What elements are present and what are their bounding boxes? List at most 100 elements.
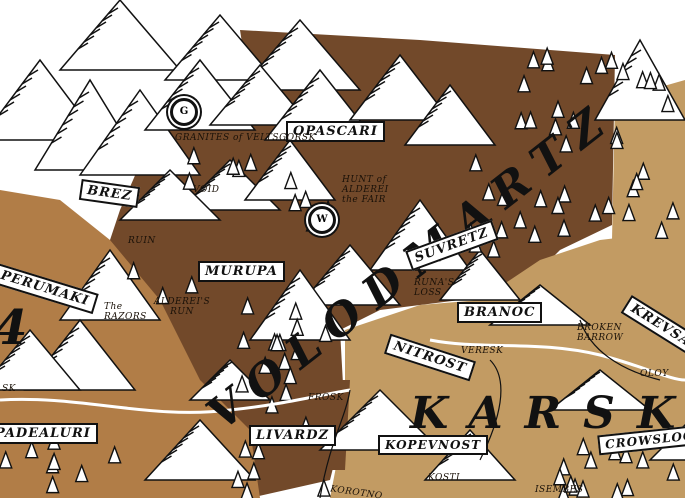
hatching bbox=[109, 125, 121, 134]
hatching bbox=[244, 76, 256, 84]
hatching bbox=[78, 91, 90, 99]
hatching bbox=[9, 347, 21, 355]
hatching bbox=[192, 40, 203, 49]
hatching bbox=[52, 348, 63, 356]
hatching bbox=[384, 67, 396, 76]
hatching bbox=[15, 85, 27, 93]
hatching bbox=[115, 117, 127, 125]
tree bbox=[636, 161, 651, 180]
tree bbox=[558, 483, 570, 498]
tree bbox=[552, 466, 567, 486]
hatching bbox=[379, 74, 391, 82]
tree bbox=[566, 110, 581, 130]
hatching bbox=[177, 437, 189, 445]
tree bbox=[270, 332, 285, 352]
tree bbox=[635, 449, 650, 469]
feature-label-runas-loss: RUNA'S LOSS bbox=[414, 278, 455, 298]
place-label-padealuri[interactable]: PADEALURI bbox=[0, 423, 98, 444]
tree bbox=[298, 189, 313, 209]
granites-marker-icon[interactable]: G bbox=[170, 98, 198, 126]
hatching bbox=[183, 74, 194, 82]
tree bbox=[45, 474, 60, 494]
hatching bbox=[234, 88, 246, 96]
hatching bbox=[574, 383, 586, 391]
hatching bbox=[139, 193, 151, 201]
tree bbox=[548, 116, 563, 136]
hatching bbox=[337, 425, 349, 433]
hatching bbox=[355, 407, 367, 415]
hatching bbox=[303, 84, 314, 92]
tree bbox=[629, 171, 644, 191]
hatching bbox=[161, 102, 172, 110]
tree bbox=[288, 301, 303, 320]
hatching bbox=[389, 61, 401, 69]
hatching bbox=[529, 286, 541, 294]
hatching bbox=[99, 257, 111, 265]
tree bbox=[238, 439, 253, 458]
place-label-branoc[interactable]: BRANOC bbox=[457, 302, 543, 323]
hatching bbox=[467, 258, 479, 266]
hatching bbox=[399, 221, 411, 229]
hatching bbox=[3, 101, 15, 109]
tree bbox=[620, 477, 635, 497]
hatching bbox=[144, 188, 156, 196]
hatching bbox=[418, 120, 429, 128]
feature-label-oloy: OLOY bbox=[640, 369, 669, 379]
hatching bbox=[149, 183, 161, 191]
tree bbox=[583, 450, 598, 469]
tree bbox=[611, 481, 624, 498]
place-label-livardz[interactable]: LIVARDZ bbox=[249, 425, 336, 446]
hatching bbox=[0, 359, 11, 367]
hatching bbox=[319, 274, 331, 282]
tree bbox=[316, 478, 331, 497]
hatching bbox=[181, 53, 192, 62]
tree bbox=[526, 49, 541, 69]
hatching bbox=[267, 163, 278, 171]
tree bbox=[277, 351, 292, 371]
hatching bbox=[292, 98, 303, 106]
hatching bbox=[262, 169, 274, 177]
place-label-kopevnost[interactable]: KOPEVNOST bbox=[378, 435, 489, 455]
tree bbox=[486, 239, 501, 258]
hatching bbox=[349, 413, 361, 421]
hatching bbox=[463, 263, 475, 271]
hatching bbox=[287, 27, 299, 35]
tree bbox=[107, 444, 122, 464]
tree bbox=[230, 469, 245, 489]
tree bbox=[182, 171, 197, 190]
hatching bbox=[214, 168, 226, 176]
mountain bbox=[58, 0, 182, 71]
hunt-marker-icon[interactable]: W bbox=[308, 206, 336, 234]
tree bbox=[258, 355, 273, 375]
hatching bbox=[172, 443, 183, 451]
hatching bbox=[107, 7, 119, 15]
tree bbox=[318, 323, 333, 343]
hatching bbox=[97, 142, 109, 151]
tree bbox=[527, 224, 542, 244]
hatching bbox=[89, 271, 101, 279]
tree bbox=[615, 61, 630, 81]
hatching bbox=[297, 91, 309, 99]
place-label-murupa[interactable]: MURUPA bbox=[198, 261, 285, 282]
hatching bbox=[329, 262, 341, 270]
hatching bbox=[177, 81, 189, 89]
hatching bbox=[204, 178, 216, 186]
hatching bbox=[121, 108, 133, 117]
river bbox=[579, 319, 661, 381]
tree bbox=[654, 220, 669, 240]
hatching bbox=[280, 145, 292, 153]
hatching bbox=[436, 96, 447, 104]
tree bbox=[235, 373, 250, 393]
hatching bbox=[197, 34, 209, 42]
hatching bbox=[427, 108, 438, 116]
tree bbox=[290, 341, 305, 361]
tree bbox=[604, 50, 619, 70]
place-label-opascari[interactable]: OPASCARI bbox=[286, 121, 385, 142]
hatching bbox=[579, 379, 591, 387]
feature-label-ruin: RUIN bbox=[128, 236, 156, 246]
tree bbox=[481, 181, 496, 201]
tree bbox=[496, 187, 511, 207]
hatching bbox=[630, 49, 642, 57]
feature-label-granites: GRANITES of VELTSGORSK bbox=[175, 133, 315, 143]
